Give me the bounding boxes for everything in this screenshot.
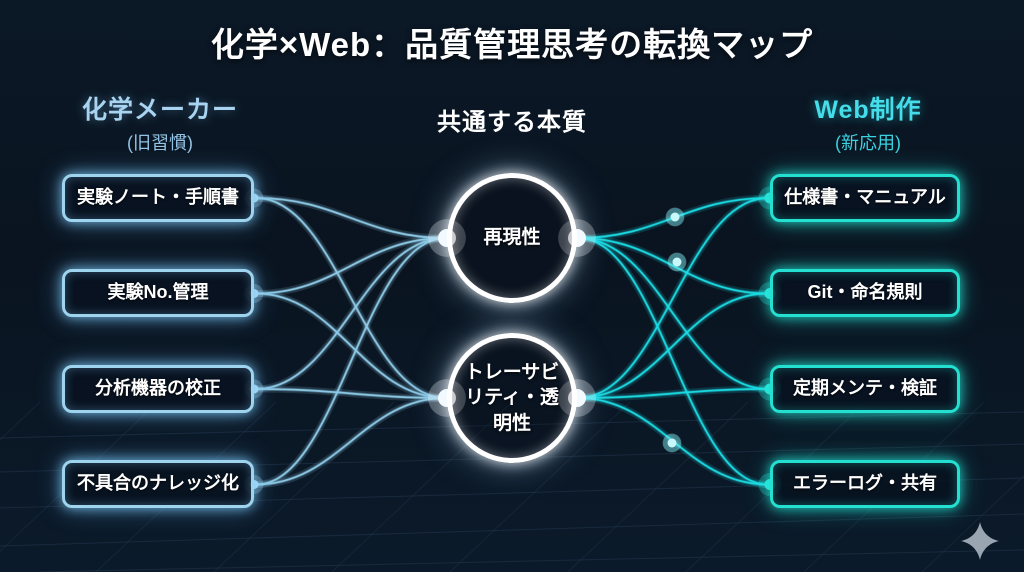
left-node-experiment-no: 実験No.管理 bbox=[62, 269, 254, 317]
right-node-errorlog: エラーログ・共有 bbox=[770, 460, 960, 508]
left-column-subtitle: (旧習慣) bbox=[127, 133, 193, 153]
center-node-label: トレーサビリティ・透明性 bbox=[464, 361, 560, 434]
right-node-maintenance: 定期メンテ・検証 bbox=[770, 365, 960, 413]
center-column-header: 共通する本質 bbox=[392, 102, 632, 137]
right-column-title: Web制作 bbox=[814, 96, 922, 124]
left-node-experiment-notes: 実験ノート・手順書 bbox=[62, 174, 254, 222]
left-node-calibration: 分析機器の校正 bbox=[62, 365, 254, 413]
sparkle-icon bbox=[961, 522, 999, 560]
right-column-header: Web制作 (新応用) bbox=[748, 90, 988, 155]
center-column-title: 共通する本質 bbox=[437, 109, 587, 136]
right-node-specs: 仕様書・マニュアル bbox=[770, 174, 960, 222]
right-node-git: Git・命名規則 bbox=[770, 269, 960, 317]
center-node-label: 再現性 bbox=[483, 227, 541, 249]
left-node-knowledge: 不具合のナレッジ化 bbox=[62, 460, 254, 508]
right-column-subtitle: (新応用) bbox=[835, 133, 901, 153]
center-node-reproducibility: 再現性 bbox=[447, 173, 577, 303]
left-column-header: 化学メーカー (旧習慣) bbox=[40, 90, 280, 155]
page-title: 化学×Web：品質管理思考の転換マップ bbox=[210, 26, 814, 63]
left-column-title: 化学メーカー bbox=[81, 96, 238, 124]
center-node-traceability: トレーサビリティ・透明性 bbox=[447, 333, 577, 463]
